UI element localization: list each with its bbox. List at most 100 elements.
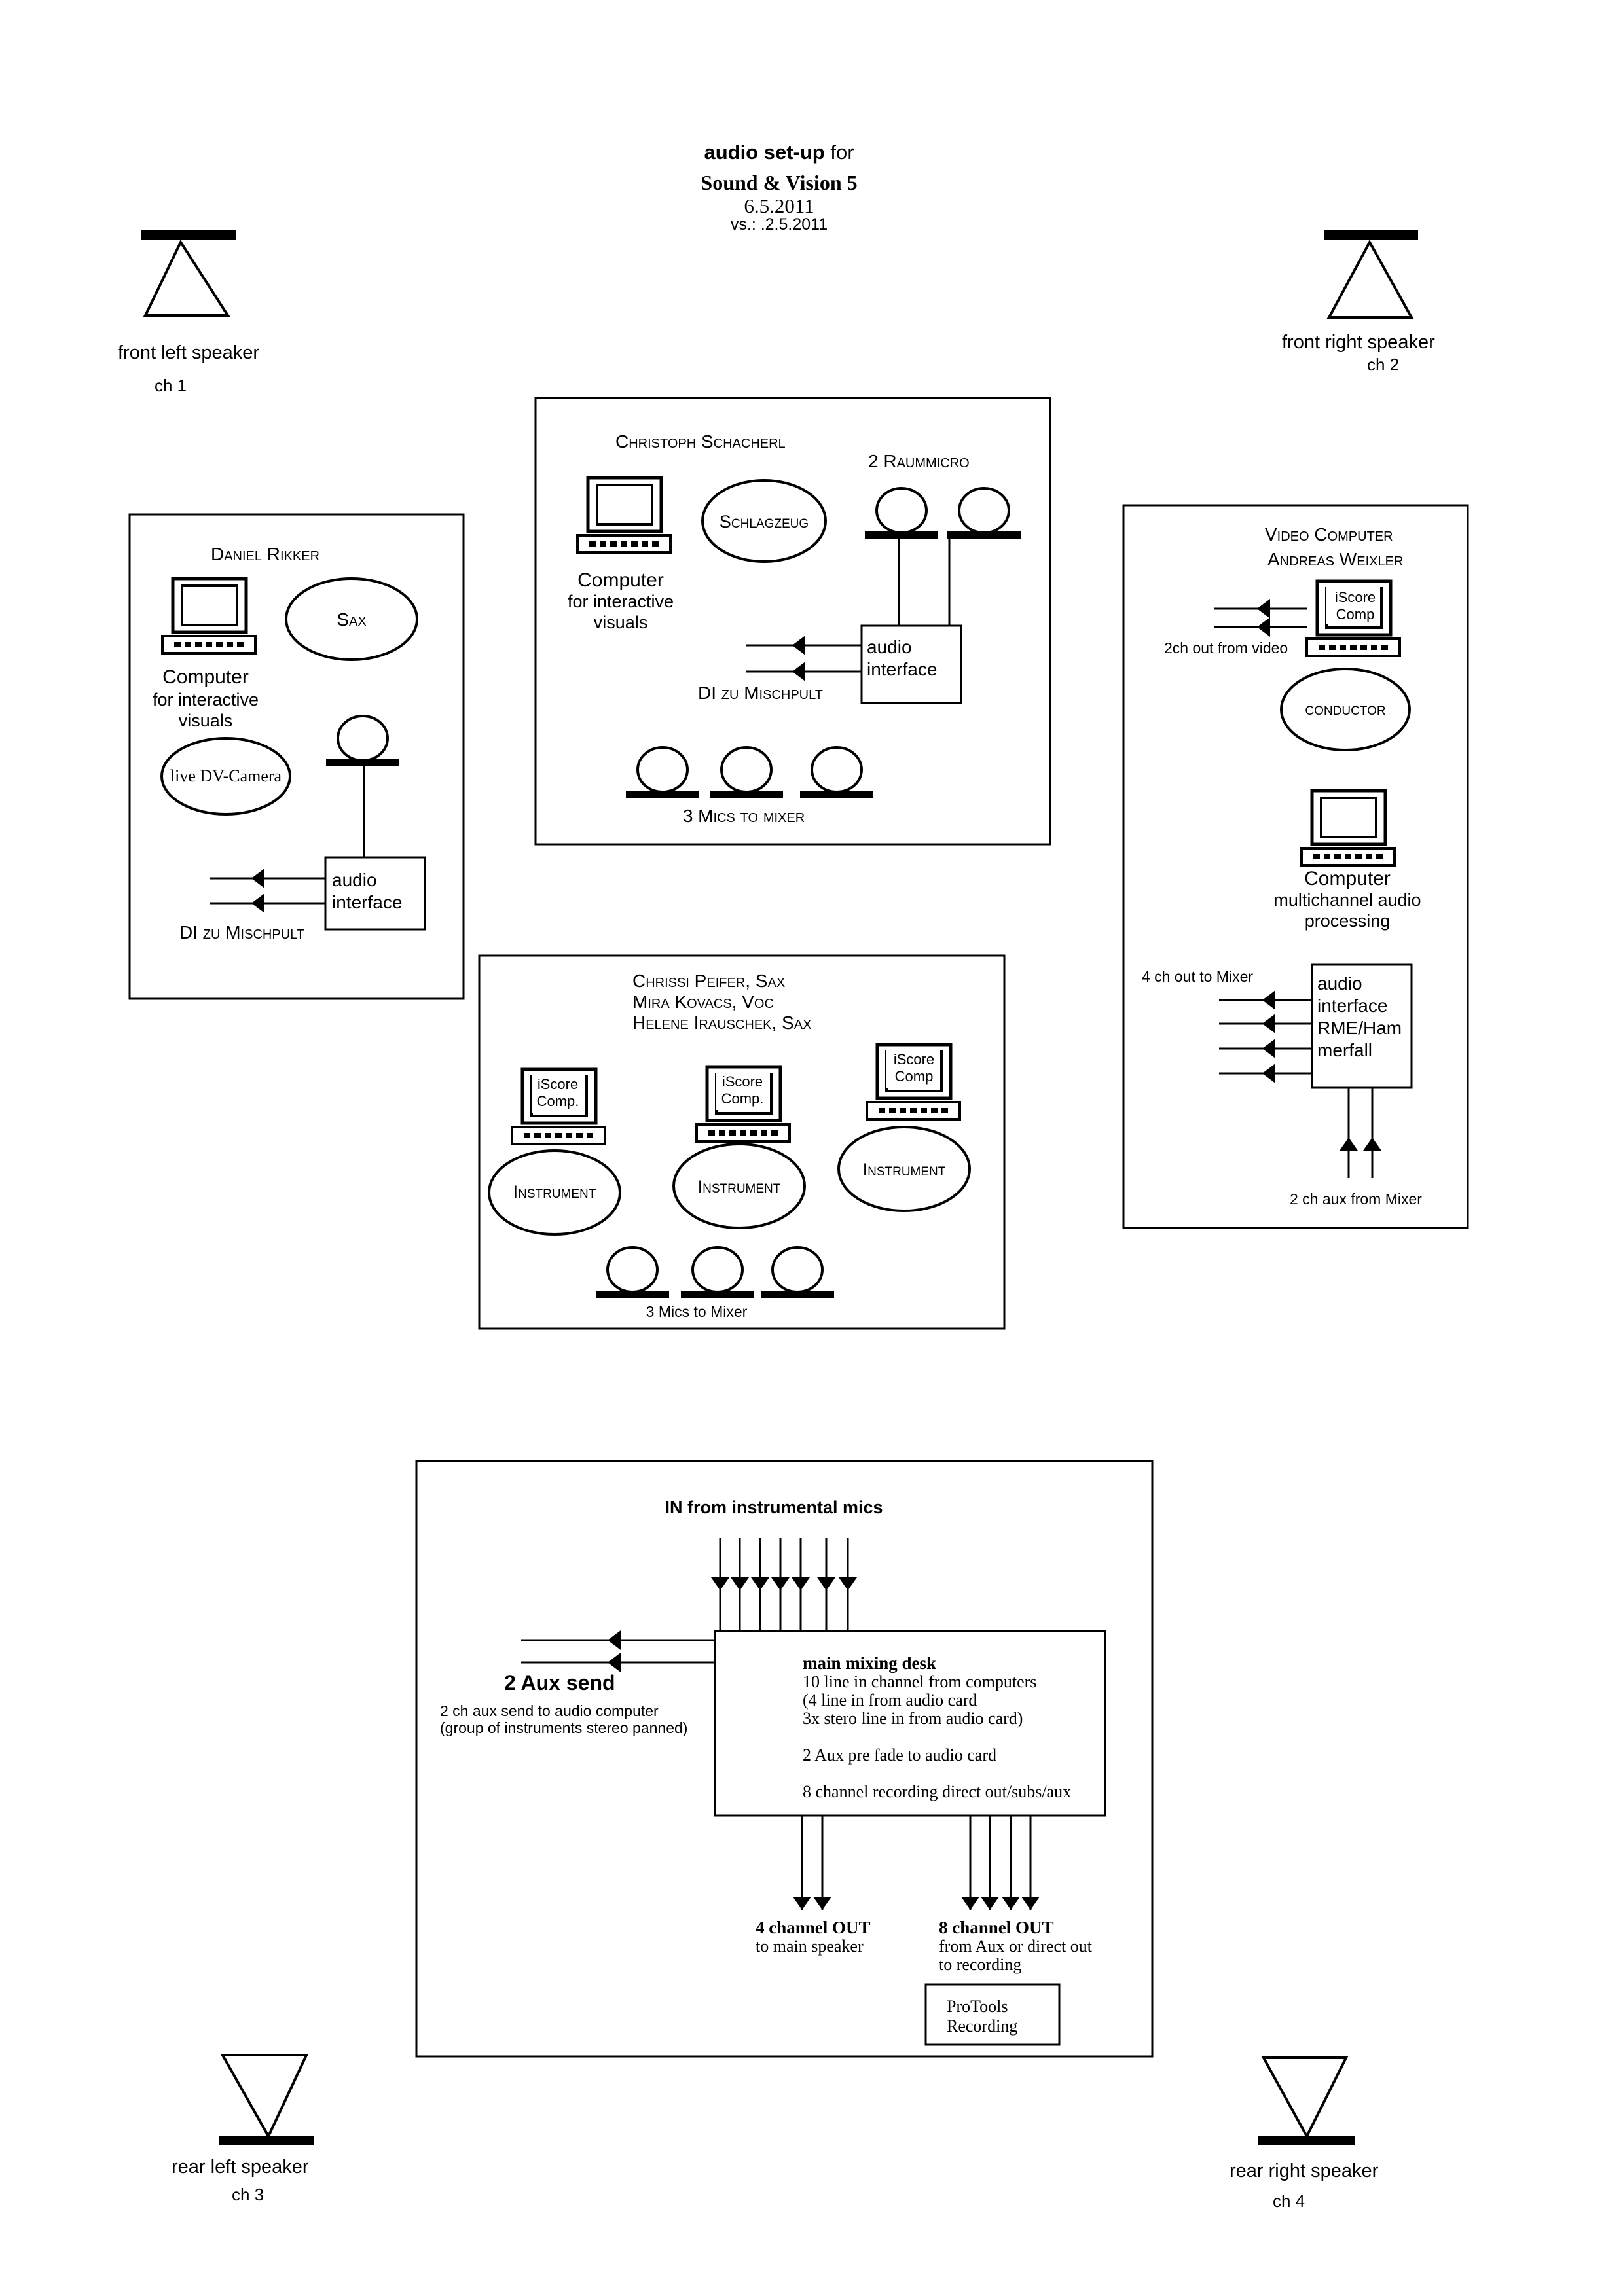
right-station-iscore-2: Comp: [1336, 606, 1375, 622]
right-station-audio-interface: [1311, 963, 1413, 1089]
desk-title: main mixing desk: [803, 1653, 936, 1673]
iscore-label-2a: iScore: [722, 1073, 763, 1090]
desk-line-1: 10 line in channel from computers: [803, 1672, 1036, 1691]
left-station-camera: live DV-Camera: [170, 766, 282, 785]
instrument-label-1: Instrument: [513, 1182, 596, 1202]
center-top-station-instrument: Schlagzeug: [720, 512, 809, 531]
iscore-label-2b: Comp.: [721, 1090, 764, 1107]
protools-line-1: ProTools: [947, 1997, 1008, 2016]
mic-icon: [864, 487, 939, 540]
left-station-interface-line-1: audio: [332, 870, 377, 890]
protools-box: [924, 1983, 1061, 2046]
arrow-left-icon: [792, 662, 805, 681]
conductor-oval: [1280, 668, 1411, 751]
mic-icon: [625, 746, 701, 799]
page-subtitle: Sound & Vision 5: [701, 171, 857, 194]
arrow-down-icon: [731, 1577, 749, 1590]
arrow-left-icon: [251, 893, 264, 913]
arrow-left-icon: [251, 869, 264, 888]
page-version: vs.: .2.5.2011: [731, 215, 828, 234]
front-left-speaker-label: front left speaker: [118, 342, 259, 363]
right-station-title-1: Video Computer: [1265, 524, 1393, 545]
center-top-bottom-mics-label: 3 Mics to mixer: [683, 806, 805, 826]
desk-line-2: (4 line in from audio card: [803, 1691, 977, 1710]
arrow-left-icon: [1257, 617, 1270, 637]
right-station-computer-desc-2: processing: [1305, 911, 1391, 931]
left-station-di-label: DI zu Mischpult: [179, 922, 304, 942]
right-station-iscore-1: iScore: [1335, 589, 1376, 605]
arrow-left-icon: [1262, 990, 1275, 1010]
mic-icon: [799, 746, 875, 799]
out4-desc: to main speaker: [756, 1937, 864, 1956]
front-right-speaker-icon: [1324, 230, 1418, 240]
instrument-label-3: Instrument: [863, 1160, 946, 1179]
arrow-down-icon: [751, 1577, 769, 1590]
mixer-input-lines: [711, 1538, 857, 1631]
mixer-in-label: IN from instrumental mics: [665, 1498, 883, 1517]
aux-send-desc-1: 2 ch aux send to audio computer: [440, 1702, 659, 1719]
iscore-label-1b: Comp.: [537, 1093, 579, 1109]
arrow-down-icon: [813, 1897, 831, 1910]
left-station-instrument: Sax: [337, 609, 366, 630]
mixer-section: IN from instrumental mics main mixing de…: [415, 1460, 1154, 2058]
mic-icon: [680, 1246, 756, 1299]
rear-left-speaker-icon: [220, 2054, 309, 2140]
center-top-interface-line-2: interface: [867, 659, 937, 679]
iscore-label-3b: Comp: [895, 1068, 934, 1085]
arrow-left-icon: [792, 636, 805, 655]
right-station-mixer-out: 4 ch out to Mixer: [1142, 968, 1253, 985]
center-top-computer-desc-2: visuals: [594, 613, 648, 632]
left-station-interface-line-2: interface: [332, 892, 402, 912]
mic-icon: [325, 715, 401, 768]
front-left-speaker-icon: [141, 230, 236, 240]
center-top-station: Christoph Schacherl 2 Raummicro Schlagze…: [534, 397, 1051, 846]
protools-line-2: Recording: [947, 2017, 1017, 2036]
main-mixing-desk: [714, 1630, 1106, 1817]
header: audio set-up for Sound & Vision 5 6.5.20…: [701, 141, 857, 234]
right-station-aux-in: 2 ch aux from Mixer: [1290, 1191, 1422, 1208]
arrow-down-icon: [1002, 1897, 1020, 1910]
computer-icon: [1302, 791, 1395, 865]
arrow-down-icon: [981, 1897, 999, 1910]
center-bottom-performer-1: Chrissi Peifer, Sax: [632, 971, 785, 991]
arrow-down-icon: [839, 1577, 857, 1590]
right-station-conductor: conductor: [1305, 699, 1385, 719]
center-top-di-label: DI zu Mischpult: [698, 683, 823, 703]
left-station-instrument-oval: [285, 577, 418, 661]
left-station-computer-title: Computer: [162, 666, 249, 688]
right-station-interface-4: merfall: [1317, 1040, 1372, 1060]
instrument-oval-2: [672, 1143, 806, 1229]
center-top-station-mics-label: 2 Raummicro: [868, 451, 970, 471]
right-station-video-out: 2ch out from video: [1164, 639, 1288, 656]
instrument-oval-1: [488, 1149, 621, 1236]
instrument-oval-3: [837, 1126, 971, 1212]
speaker-front-right: front right speaker ch 2: [1282, 230, 1435, 374]
mic-icon: [708, 746, 784, 799]
speaker-rear-right: rear right speaker ch 4: [1230, 2056, 1379, 2211]
arrow-down-icon: [711, 1577, 729, 1590]
arrow-left-icon: [608, 1653, 621, 1672]
out8-title: 8 channel OUT: [939, 1918, 1054, 1937]
aux-send-desc-2: (group of instruments stereo panned): [440, 1719, 687, 1736]
speaker-rear-left: rear left speaker ch 3: [172, 2054, 314, 2204]
arrow-down-icon: [771, 1577, 790, 1590]
center-bottom-station: Chrissi Peifer, Sax Mira Kovacs, Voc Hel…: [478, 954, 1006, 1330]
left-station-computer-desc-2: visuals: [179, 711, 233, 730]
center-top-computer-desc-1: for interactive: [568, 592, 674, 611]
desk-line-5: 2 Aux pre fade to audio card: [803, 1746, 996, 1765]
aux-send-title: 2 Aux send: [504, 1671, 615, 1695]
arrow-left-icon: [1257, 599, 1270, 619]
out4-title: 4 channel OUT: [756, 1918, 871, 1937]
center-top-audio-interface: [860, 624, 962, 704]
center-top-computer-title: Computer: [577, 569, 664, 591]
arrow-left-icon: [1262, 1064, 1275, 1083]
computer-icon: [577, 478, 670, 552]
right-station-interface-1: audio: [1317, 973, 1362, 994]
right-station-interface-2: interface: [1317, 996, 1387, 1016]
computer-icon: [162, 579, 255, 653]
camera-oval: [160, 737, 291, 816]
left-station-performer: Daniel Rikker: [211, 544, 319, 564]
arrow-down-icon: [792, 1577, 810, 1590]
rear-left-speaker-channel: ch 3: [232, 2185, 264, 2204]
